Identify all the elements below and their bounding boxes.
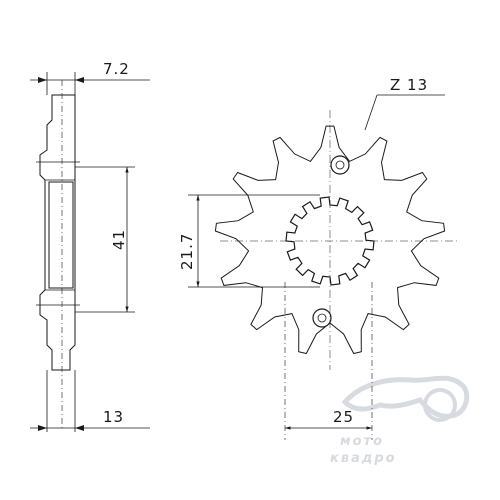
watermark-line2: квадро [330,451,397,466]
sprocket-body [214,125,446,355]
dim-thickness-top-label: 7.2 [103,60,130,78]
dim-hub-height: 41 [75,166,135,313]
watermark: мото квадро [330,375,470,466]
dim-thickness-top: 7.2 [30,60,150,95]
upper-hole [330,155,350,175]
teeth-count-label: Z 13 [390,76,428,94]
dim-offset-bottom: 13 [30,370,150,432]
dim-bolt-offset: 25 [284,282,373,440]
dim-hub-height-label: 41 [110,229,128,250]
dim-bolt-offset-label: 25 [333,408,354,426]
watermark-line1: мото [340,434,384,449]
motorcycle-logo-icon [341,375,470,419]
teeth-callout: Z 13 [364,76,445,131]
dim-offset-bottom-label: 13 [103,408,124,426]
dim-spline-diameter-label: 21.7 [178,233,196,270]
side-profile [36,80,80,430]
lower-hole [312,308,332,328]
dim-spline-diameter: 21.7 [178,194,320,288]
center-lines [220,110,460,370]
